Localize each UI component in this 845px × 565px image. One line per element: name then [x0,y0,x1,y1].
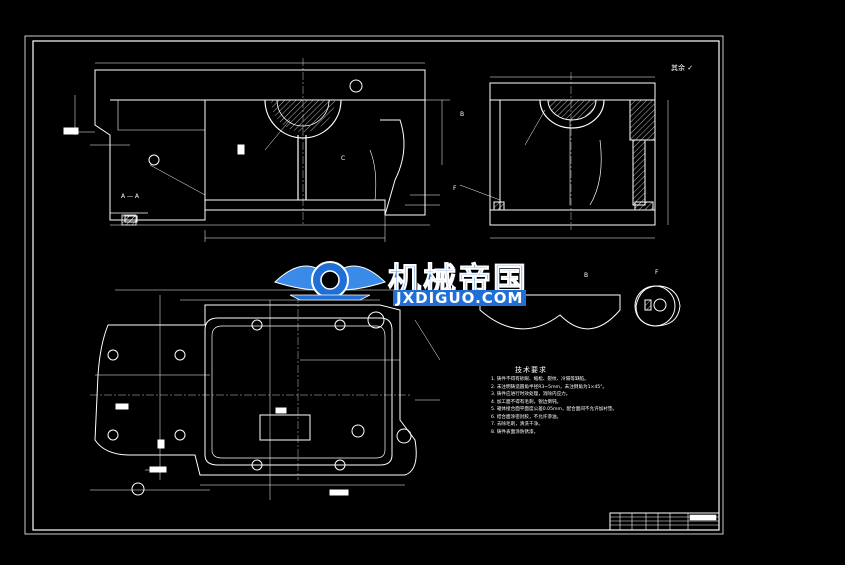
sheet-inner-border [32,40,720,531]
requirement-item: 3. 铸件应进行时效处理，消除内应力。 [491,392,571,397]
requirements-list: 1. 铸件不得有砂眼、缩松、裂纹、冷隔等缺陷。 2. 未注明铸造圆角半径R3~5… [491,376,671,436]
plan-view [90,289,441,500]
view-f-marker: F [453,185,457,192]
requirement-item: 8. 铸件表面涂防锈漆。 [491,429,539,435]
requirement-item: 4. 加工面不得有毛刺，锐边倒钝。 [491,399,562,405]
requirement-item: 7. 去除毛刺，清洗干净。 [491,422,543,427]
front-view [63,58,450,242]
view-c-label: C [341,155,346,162]
requirement-item: 6. 结合面涂密封胶，不允许渗油。 [491,414,562,420]
roughness-note: 其余 ✓ [671,64,694,72]
watermark-subtitle: JXDIGUO.COM [393,290,527,306]
view-f-label: F [655,269,659,276]
requirement-item: 2. 未注明铸造圆角半径R3~5mm，未注倒角为1×45°。 [491,384,608,390]
view-b-label-side: B [460,111,465,118]
section-a-a [110,212,148,226]
view-b-label: B [584,272,589,279]
side-view [459,72,669,239]
requirements-title: 技术要求 [515,366,547,374]
gear-wings-logo-icon [274,261,386,301]
sheet-outer-border [24,35,724,535]
requirement-item: 1. 铸件不得有砂眼、缩松、裂纹、冷隔等缺陷。 [491,377,589,382]
title-block [609,512,720,531]
requirement-item: 5. 箱体接合面平面度公差0.05mm，配合面间不允许加衬垫。 [491,407,618,412]
detail-views [479,285,681,330]
section-a-a-label: A — A [121,193,140,200]
